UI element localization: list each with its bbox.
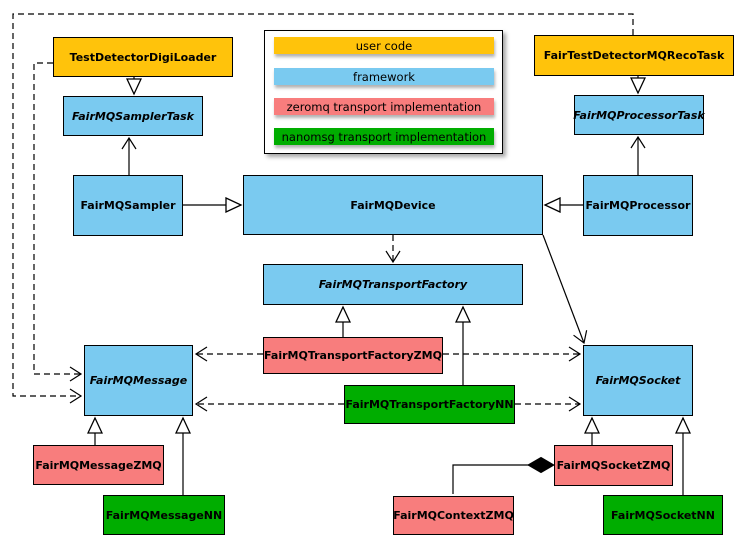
node-fairmqtransportfactory: FairMQTransportFactory	[263, 264, 523, 305]
node-fairmqsocketnn: FairMQSocketNN	[603, 495, 723, 535]
node-label: FairTestDetectorMQRecoTask	[543, 49, 725, 62]
node-label: FairMQMessage	[89, 374, 188, 387]
node-label: FairMQSamplerTask	[72, 109, 194, 123]
node-fairmqdevice: FairMQDevice	[243, 175, 543, 235]
node-label: FairMQTransportFactory	[318, 278, 468, 291]
node-label: TestDetectorDigiLoader	[69, 50, 217, 64]
legend-item-user-code: user code	[274, 37, 494, 54]
edge-digiloader-message	[33, 62, 83, 382]
legend-item-framework: framework	[274, 68, 494, 85]
node-label: FairMQTransportFactoryZMQ	[264, 349, 442, 362]
node-fairmqsocketzmq: FairMQSocketZMQ	[554, 445, 673, 486]
node-label: FairMQMessageZMQ	[35, 458, 162, 472]
legend-label: user code	[355, 38, 413, 53]
node-fairmqtransportfactorynn: FairMQTransportFactoryNN	[344, 385, 515, 424]
node-fairtestdetectormqrecotask: FairTestDetectorMQRecoTask	[534, 35, 734, 76]
node-fairmqprocessortask: FairMQProcessorTask	[573, 95, 705, 135]
node-testdetectordigiloader: TestDetectorDigiLoader	[53, 37, 233, 77]
node-label: FairMQContextZMQ	[393, 509, 514, 522]
node-fairmqsamplertask: FairMQSamplerTask	[63, 96, 203, 136]
edge-device-socket	[542, 234, 588, 345]
edge-socketzmq-contextzmq	[452, 464, 529, 494]
node-fairmqtransportfactoryzmq: FairMQTransportFactoryZMQ	[263, 337, 443, 374]
legend-label: framework	[353, 69, 415, 84]
node-label: FairMQProcessor	[585, 199, 691, 212]
node-label: FairMQSampler	[80, 199, 176, 212]
node-label: FairMQSocketZMQ	[556, 459, 671, 472]
legend-item-nanomsg: nanomsg transport implementation	[274, 128, 494, 145]
node-label: FairMQTransportFactoryNN	[345, 398, 514, 411]
node-fairmqprocessor: FairMQProcessor	[583, 175, 693, 236]
legend: user code framework zeromq transport imp…	[264, 30, 503, 154]
dependency-edges	[12, 13, 634, 412]
node-label: FairMQSocket	[595, 374, 681, 387]
node-label: FairMQProcessorTask	[573, 108, 705, 122]
node-fairmqmessage: FairMQMessage	[84, 345, 193, 416]
node-fairmqcontextzmq: FairMQContextZMQ	[393, 496, 514, 535]
inheritance-edges	[95, 76, 683, 495]
node-fairmqmessagenn: FairMQMessageNN	[103, 495, 225, 535]
node-fairmqmessagezmq: FairMQMessageZMQ	[33, 445, 164, 485]
node-label: FairMQDevice	[350, 198, 436, 212]
association-edges	[121, 135, 646, 345]
legend-label: nanomsg transport implementation	[281, 129, 487, 144]
node-label: FairMQMessageNN	[105, 508, 223, 522]
edge-recotask-message	[12, 13, 634, 404]
legend-item-zeromq: zeromq transport implementation	[274, 98, 494, 115]
node-fairmqsampler: FairMQSampler	[73, 175, 183, 236]
node-label: FairMQSocketNN	[611, 508, 715, 522]
legend-label: zeromq transport implementation	[286, 99, 482, 114]
node-fairmqsocket: FairMQSocket	[583, 345, 693, 416]
composition-edge	[452, 456, 556, 494]
composition-diamond-icon	[526, 456, 556, 474]
